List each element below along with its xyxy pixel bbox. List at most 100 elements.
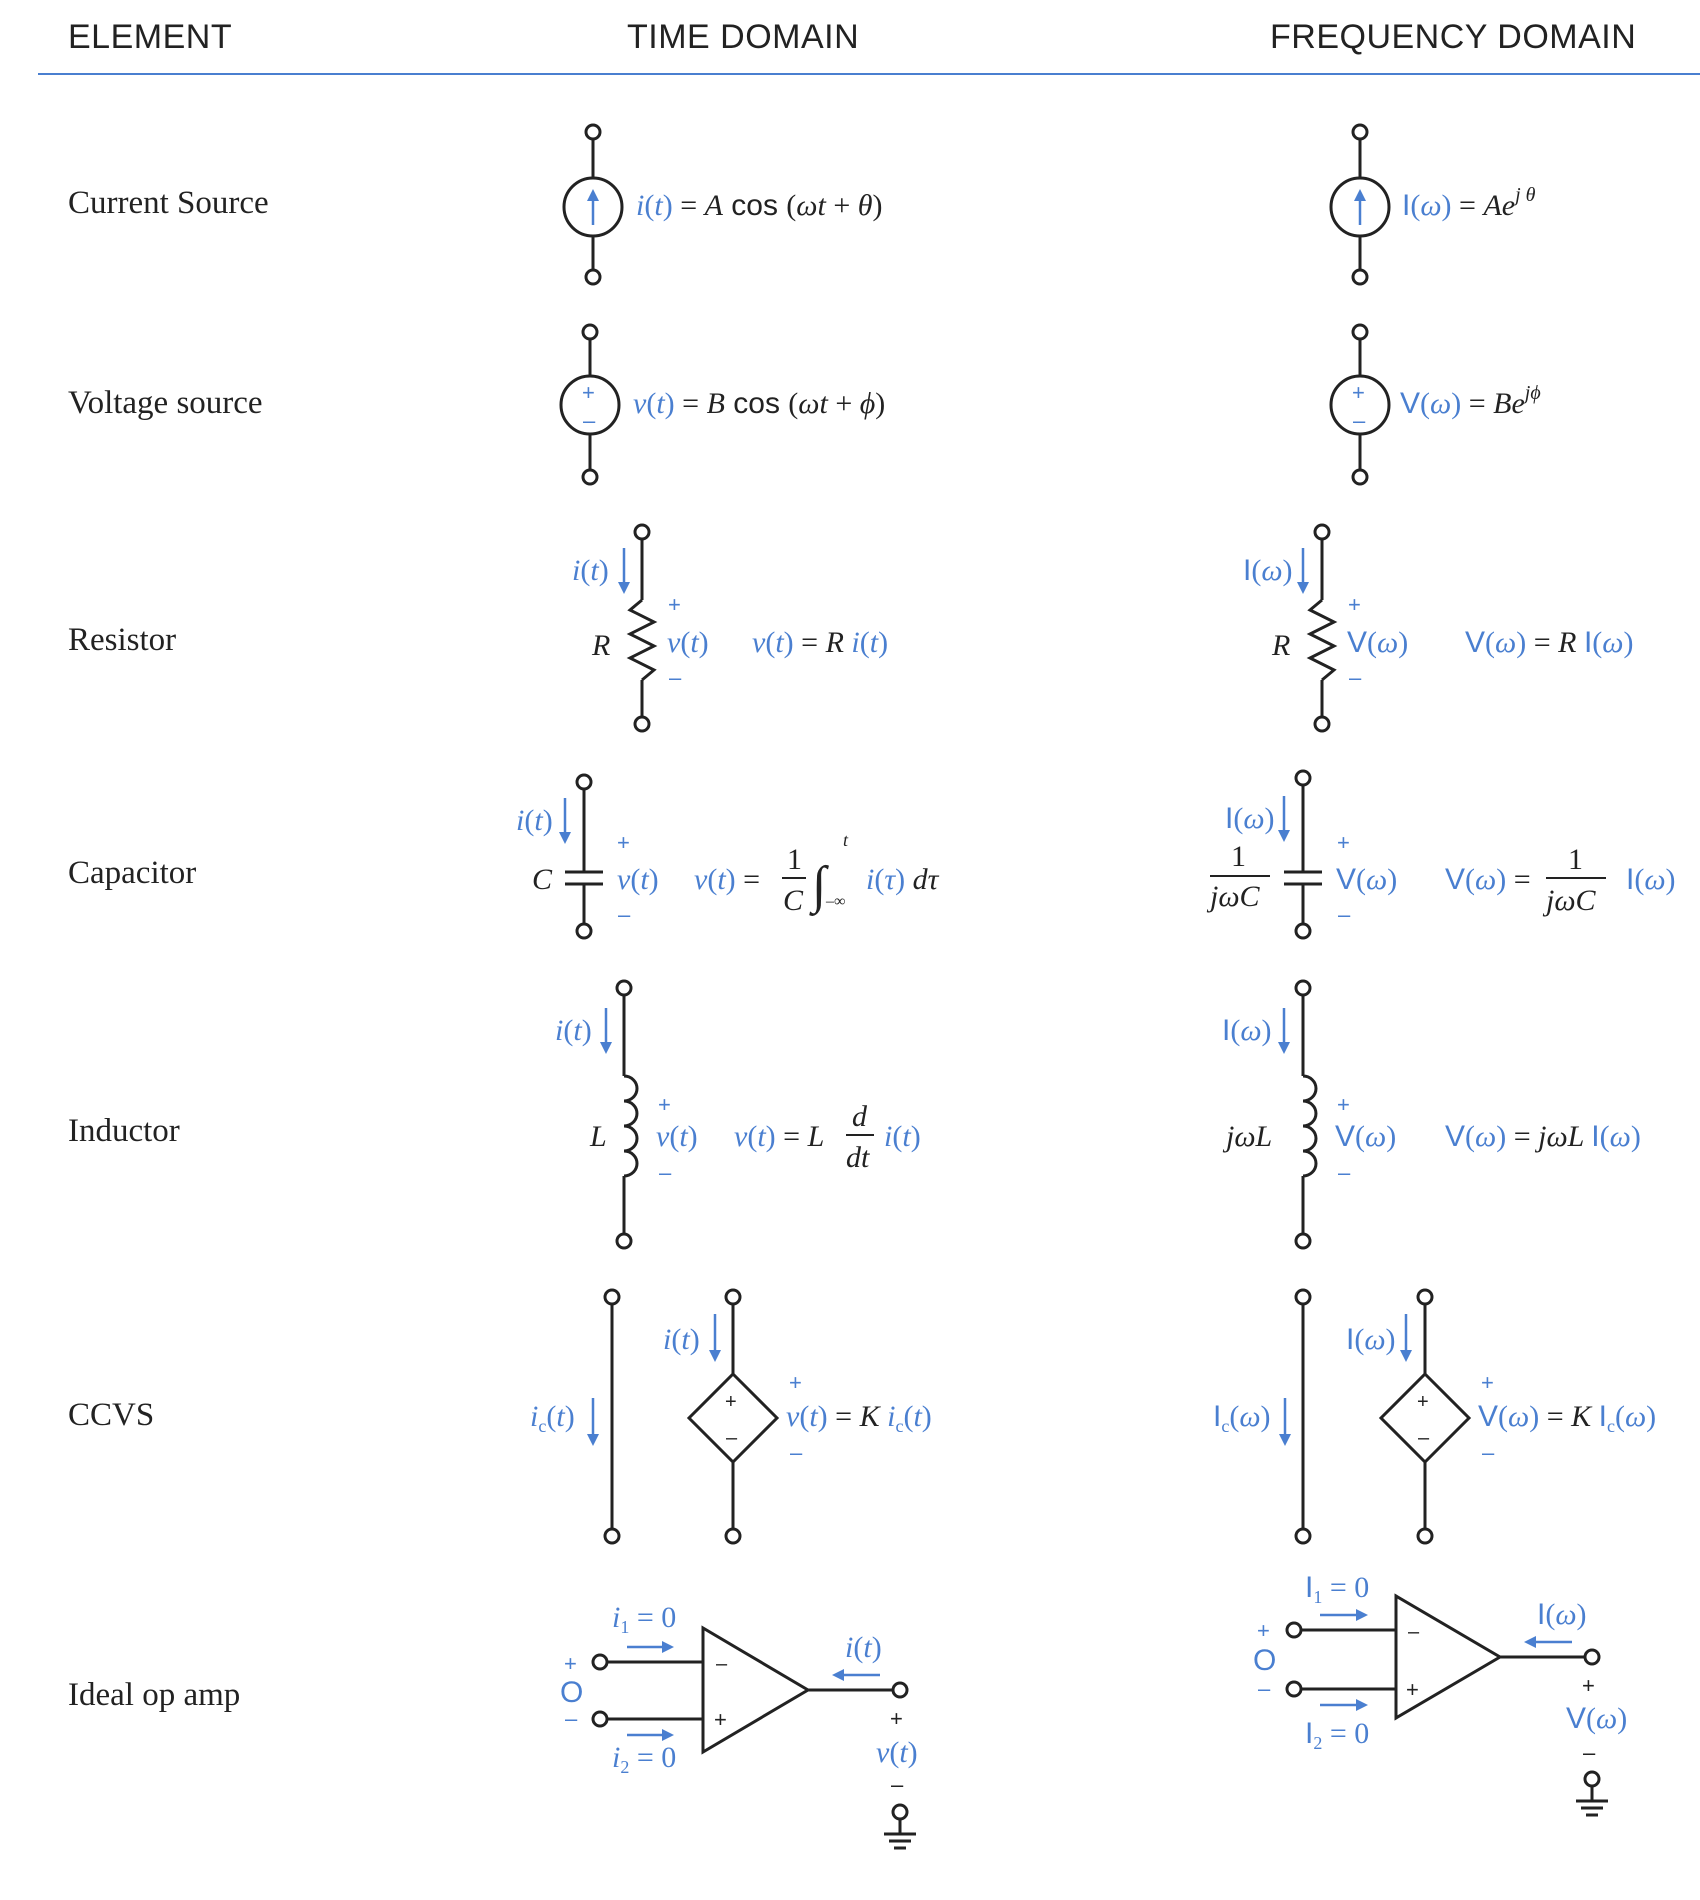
op-amp-freq-inv-sign: – [1408, 1621, 1420, 1643]
op-amp-time-i2: i2 = 0 [612, 1741, 676, 1777]
op-amp-time-out-current: i(t) [845, 1631, 882, 1664]
op-amp-freq-noninv-sign: + [1406, 1677, 1419, 1702]
op-amp-time-in-zero: O [560, 1676, 583, 1709]
op-amp-freq-I2: I2 = 0 [1305, 1717, 1369, 1753]
svg-text:1: 1 [787, 843, 802, 876]
resistor-time-minus: – [669, 665, 682, 690]
ccvs-freq-control-label: Ic(ω) [1213, 1400, 1271, 1436]
ccvs-time-diamond-plus: + [725, 1391, 737, 1413]
svg-text:i(τ) dτ: i(τ) dτ [866, 863, 940, 896]
row-label-inductor: Inductor [68, 1113, 180, 1149]
header-rule [38, 73, 1700, 75]
inductor-freq-equation: V(ω) = jωL I(ω) [1445, 1120, 1641, 1153]
capacitor-time-plus: + [617, 830, 630, 855]
inductor-freq-symbol [1294, 979, 1318, 1250]
capacitor-time-minus: – [618, 902, 631, 927]
voltage-source-freq-equation: V(ω) = Bejϕ [1400, 382, 1541, 420]
current-source-freq-symbol [1329, 123, 1391, 286]
svg-text:v(t) =: v(t) = [694, 863, 760, 896]
inductor-freq-jwL: jωL [1222, 1120, 1272, 1153]
voltage-source-freq-symbol [1329, 323, 1391, 486]
svg-text:v(t) = L: v(t) = L [734, 1120, 824, 1153]
op-amp-time-i1: i1 = 0 [612, 1601, 676, 1637]
ccvs-freq-equation: V(ω) = K Ic(ω) [1478, 1400, 1656, 1436]
op-amp-time-out-plus: + [890, 1706, 903, 1731]
inductor-freq-current-label: I(ω) [1222, 1014, 1272, 1047]
svg-text:1: 1 [1231, 840, 1246, 873]
op-amp-freq-out-current: I(ω) [1537, 1598, 1587, 1631]
capacitor-time-equation: v(t) = 1 C ∫ t –∞ i(τ) dτ [694, 830, 940, 917]
op-amp-freq-in-minus: – [1258, 1676, 1271, 1701]
op-amp-freq-in-plus: + [1257, 1618, 1270, 1643]
resistor-freq-current-label: I(ω) [1243, 554, 1293, 587]
resistor-freq-R: R [1271, 629, 1290, 662]
svg-text:jωC: jωC [1206, 880, 1261, 913]
resistor-time-equation: v(t) = R i(t) [752, 626, 888, 659]
ccvs-time-plus: + [789, 1370, 802, 1395]
capacitor-time-C: C [532, 863, 553, 896]
resistor-freq-voltage-label: V(ω) [1347, 626, 1408, 659]
capacitor-freq-current-label: I(ω) [1225, 802, 1275, 835]
inductor-freq-minus: – [1338, 1160, 1351, 1185]
capacitor-time-voltage-label: v(t) [617, 863, 659, 896]
op-amp-time-out-voltage: v(t) [876, 1736, 918, 1769]
inductor-time-current-label: i(t) [555, 1014, 592, 1047]
current-source-time-equation: i(t) = A cos (ωt + θ) [636, 189, 883, 222]
svg-text:V(ω) =: V(ω) = [1445, 863, 1531, 896]
capacitor-freq-minus: – [1338, 902, 1351, 927]
header-element: ELEMENT [68, 18, 233, 56]
op-amp-time-symbol [591, 1625, 916, 1850]
ccvs-time-current-label: i(t) [663, 1323, 700, 1356]
op-amp-time-inv-sign: – [716, 1653, 728, 1675]
resistor-freq-plus: + [1348, 592, 1361, 617]
voltage-source-time-plus: + [582, 380, 595, 405]
op-amp-time-in-plus: + [564, 1651, 577, 1676]
inductor-time-symbol [615, 979, 639, 1250]
ccvs-freq-current-label: I(ω) [1346, 1323, 1396, 1356]
ccvs-time-minus: – [790, 1440, 803, 1465]
current-source-freq-equation: I(ω) = Aej θ [1402, 184, 1536, 222]
inductor-time-L: L [589, 1120, 607, 1153]
inductor-time-plus: + [658, 1092, 671, 1117]
inductor-freq-plus: + [1337, 1092, 1350, 1117]
svg-text:i(t): i(t) [884, 1120, 921, 1153]
ccvs-freq-plus: + [1481, 1370, 1494, 1395]
svg-text:C: C [783, 884, 804, 917]
current-source-time-symbol [562, 123, 624, 286]
svg-text:1: 1 [1568, 843, 1583, 876]
header-time-domain: TIME DOMAIN [627, 18, 860, 56]
capacitor-freq-symbol [1284, 769, 1322, 940]
resistor-freq-minus: – [1349, 665, 1362, 690]
inductor-time-equation: v(t) = L d dt i(t) [734, 1100, 921, 1174]
ccvs-freq-minus: – [1482, 1440, 1495, 1465]
row-label-capacitor: Capacitor [68, 855, 197, 891]
svg-text:d: d [852, 1100, 868, 1133]
svg-text:–∞: –∞ [825, 893, 845, 910]
op-amp-freq-out-minus: – [1583, 1740, 1596, 1765]
resistor-freq-equation: V(ω) = R I(ω) [1465, 626, 1633, 659]
ccvs-time-equation: v(t) = K ic(t) [786, 1400, 932, 1436]
row-label-voltage-source: Voltage source [68, 385, 263, 421]
capacitor-time-current-label: i(t) [516, 804, 553, 837]
resistor-freq-symbol [1306, 523, 1338, 733]
svg-text:jωC: jωC [1542, 884, 1597, 917]
op-amp-freq-in-zero: O [1253, 1644, 1276, 1677]
svg-text:I(ω): I(ω) [1626, 863, 1676, 896]
op-amp-freq-out-voltage: V(ω) [1566, 1702, 1627, 1735]
ccvs-freq-diamond-minus: – [1418, 1427, 1430, 1449]
inductor-time-voltage-label: v(t) [656, 1120, 698, 1153]
capacitor-time-symbol [565, 773, 603, 940]
row-label-ccvs: CCVS [68, 1397, 155, 1433]
op-amp-time-in-minus: – [565, 1706, 578, 1731]
op-amp-freq-symbol [1285, 1593, 1608, 1817]
voltage-source-time-minus: – [583, 408, 596, 433]
inductor-freq-voltage-label: V(ω) [1335, 1120, 1396, 1153]
capacitor-freq-voltage-label: V(ω) [1336, 863, 1397, 896]
voltage-source-freq-minus: – [1353, 408, 1366, 433]
capacitor-freq-equation: V(ω) = 1 jωC I(ω) [1445, 843, 1676, 917]
svg-text:t: t [843, 830, 849, 850]
op-amp-freq-out-plus: + [1582, 1673, 1595, 1698]
op-amp-freq-I1: I1 = 0 [1305, 1571, 1369, 1607]
svg-text:∫: ∫ [809, 857, 829, 916]
